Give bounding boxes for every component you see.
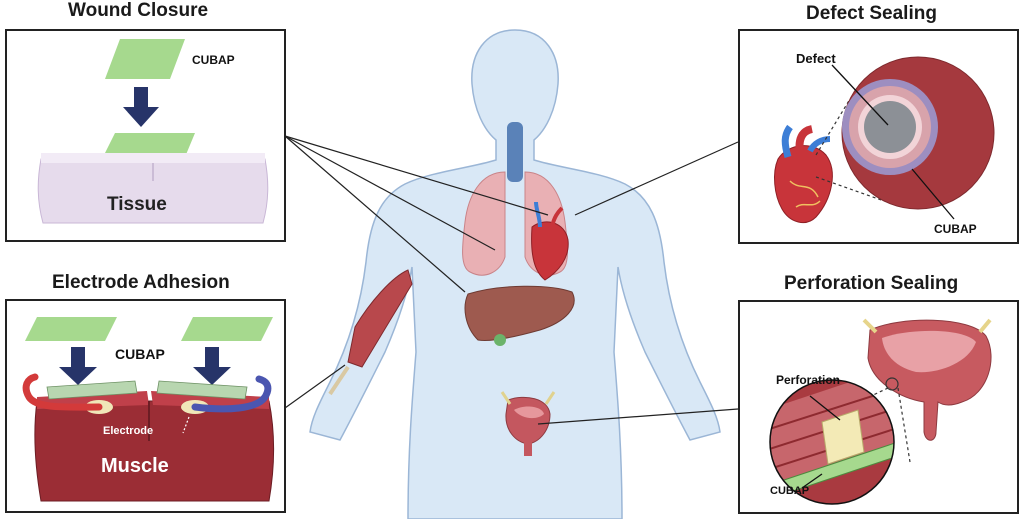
heart-small-vena xyxy=(785,127,790,157)
arrow-left-shaft xyxy=(71,347,85,369)
label-muscle: Muscle xyxy=(101,455,169,478)
cubap-patch-left xyxy=(25,317,117,341)
cubap-patch-top xyxy=(105,39,185,79)
label-cubap-defect: CUBAP xyxy=(934,222,977,236)
arrow-right-shaft xyxy=(205,347,219,369)
muscle-block xyxy=(35,401,274,501)
zoom-line-perf-bottom xyxy=(898,388,910,462)
connector-wound-liver xyxy=(285,136,465,292)
arrow-left-head xyxy=(59,367,97,385)
connector-wound-lung xyxy=(285,136,495,250)
label-cubap-electrode: CUBAP xyxy=(115,346,165,362)
defect-sealing-svg xyxy=(740,31,1017,242)
connector-wound-heart xyxy=(285,136,548,215)
label-electrode: Electrode xyxy=(103,425,153,437)
arrow-right-head xyxy=(193,367,231,385)
label-perforation: Perforation xyxy=(776,373,840,387)
panel-wound-closure: CUBAP Tissue xyxy=(5,29,286,242)
perforation-sealing-svg xyxy=(740,302,1017,512)
connector-perforation-bladder xyxy=(538,409,738,424)
panel-defect-sealing: Defect CUBAP xyxy=(738,29,1019,244)
panel-perforation-sealing: Perforation CUBAP xyxy=(738,300,1019,514)
label-defect: Defect xyxy=(796,51,836,66)
heart-small xyxy=(775,146,833,223)
label-tissue: Tissue xyxy=(107,194,167,216)
label-cubap-wound: CUBAP xyxy=(192,53,235,67)
cubap-patch-right xyxy=(181,317,273,341)
arrow-shaft xyxy=(134,87,148,109)
defect-hole xyxy=(864,101,916,153)
connector-defect-heart xyxy=(575,142,738,215)
tissue-top-face xyxy=(41,153,265,163)
panel-electrode-adhesion: CUBAP Electrode Muscle xyxy=(5,299,286,513)
arrow-head xyxy=(123,107,159,127)
bladder-ureter-right xyxy=(980,320,990,332)
label-cubap-perforation: CUBAP xyxy=(770,485,809,497)
connector-electrode-muscle xyxy=(285,365,345,408)
electrode-adhesion-svg xyxy=(7,301,284,511)
